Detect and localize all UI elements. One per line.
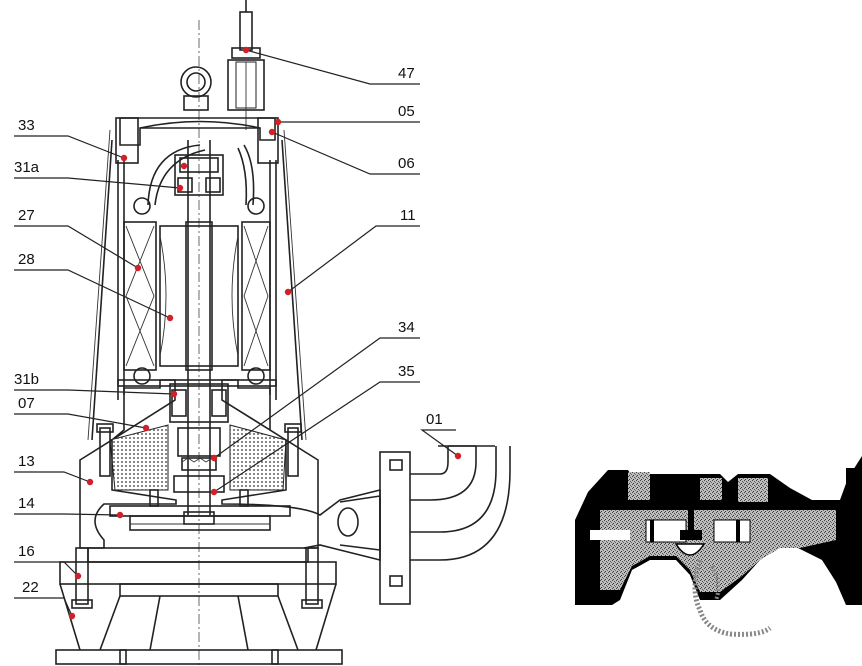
lower-bearing xyxy=(169,383,229,423)
callout-35: 35 xyxy=(398,363,415,380)
callout-05: 05 xyxy=(398,103,415,120)
base-stand xyxy=(55,561,343,665)
callout-47: 47 xyxy=(398,65,415,82)
leader-lines xyxy=(14,49,459,617)
marker-22 xyxy=(68,612,76,620)
callout-11: 11 xyxy=(400,207,416,224)
marker-28 xyxy=(166,314,174,322)
marker-35 xyxy=(210,488,218,496)
callout-22: 22 xyxy=(22,579,39,596)
callout-01: 01 xyxy=(426,411,443,428)
power-cables xyxy=(147,144,255,206)
discharge-elbow xyxy=(337,445,511,605)
marker-47 xyxy=(242,46,250,54)
callout-06: 06 xyxy=(398,155,415,172)
callout-14: 14 xyxy=(18,495,35,512)
motor-top-cover xyxy=(115,117,279,164)
callout-31b: 31b xyxy=(14,371,39,388)
mechanical-seals xyxy=(173,427,225,493)
rotor xyxy=(159,221,239,371)
marker-07 xyxy=(142,424,150,432)
marker-01 xyxy=(454,452,462,460)
marker-06 xyxy=(268,128,276,136)
callout-28: 28 xyxy=(18,251,35,268)
impeller xyxy=(109,489,291,531)
winding-ends xyxy=(133,197,265,385)
cable-gland xyxy=(227,0,265,130)
impeller-detail xyxy=(575,456,862,637)
marker-31a-upper xyxy=(180,162,188,170)
marker-34 xyxy=(210,454,218,462)
callout-07: 07 xyxy=(18,395,35,412)
oil-chamber xyxy=(109,424,287,491)
marker-31b xyxy=(170,390,178,398)
callout-31a: 31a xyxy=(14,159,40,176)
marker-05 xyxy=(274,118,282,126)
marker-11 xyxy=(284,288,292,296)
part-markers xyxy=(68,46,462,620)
callout-16: 16 xyxy=(18,543,35,560)
shaft xyxy=(187,140,211,515)
callout-13: 13 xyxy=(18,453,35,470)
marker-33 xyxy=(120,154,128,162)
marker-13 xyxy=(86,478,94,486)
pump-cross-section xyxy=(55,0,511,665)
lifting-eye xyxy=(180,66,212,111)
motor-housing xyxy=(87,129,307,441)
marker-16 xyxy=(74,572,82,580)
callout-labels: 33 31a 27 28 31b 07 13 14 16 22 47 05 06… xyxy=(14,65,443,596)
marker-27 xyxy=(134,264,142,272)
marker-31a xyxy=(176,184,184,192)
marker-14 xyxy=(116,511,124,519)
callout-34: 34 xyxy=(398,319,415,336)
callout-27: 27 xyxy=(18,207,35,224)
callout-33: 33 xyxy=(18,117,35,134)
upper-bearing xyxy=(174,154,224,196)
stator xyxy=(123,221,271,371)
